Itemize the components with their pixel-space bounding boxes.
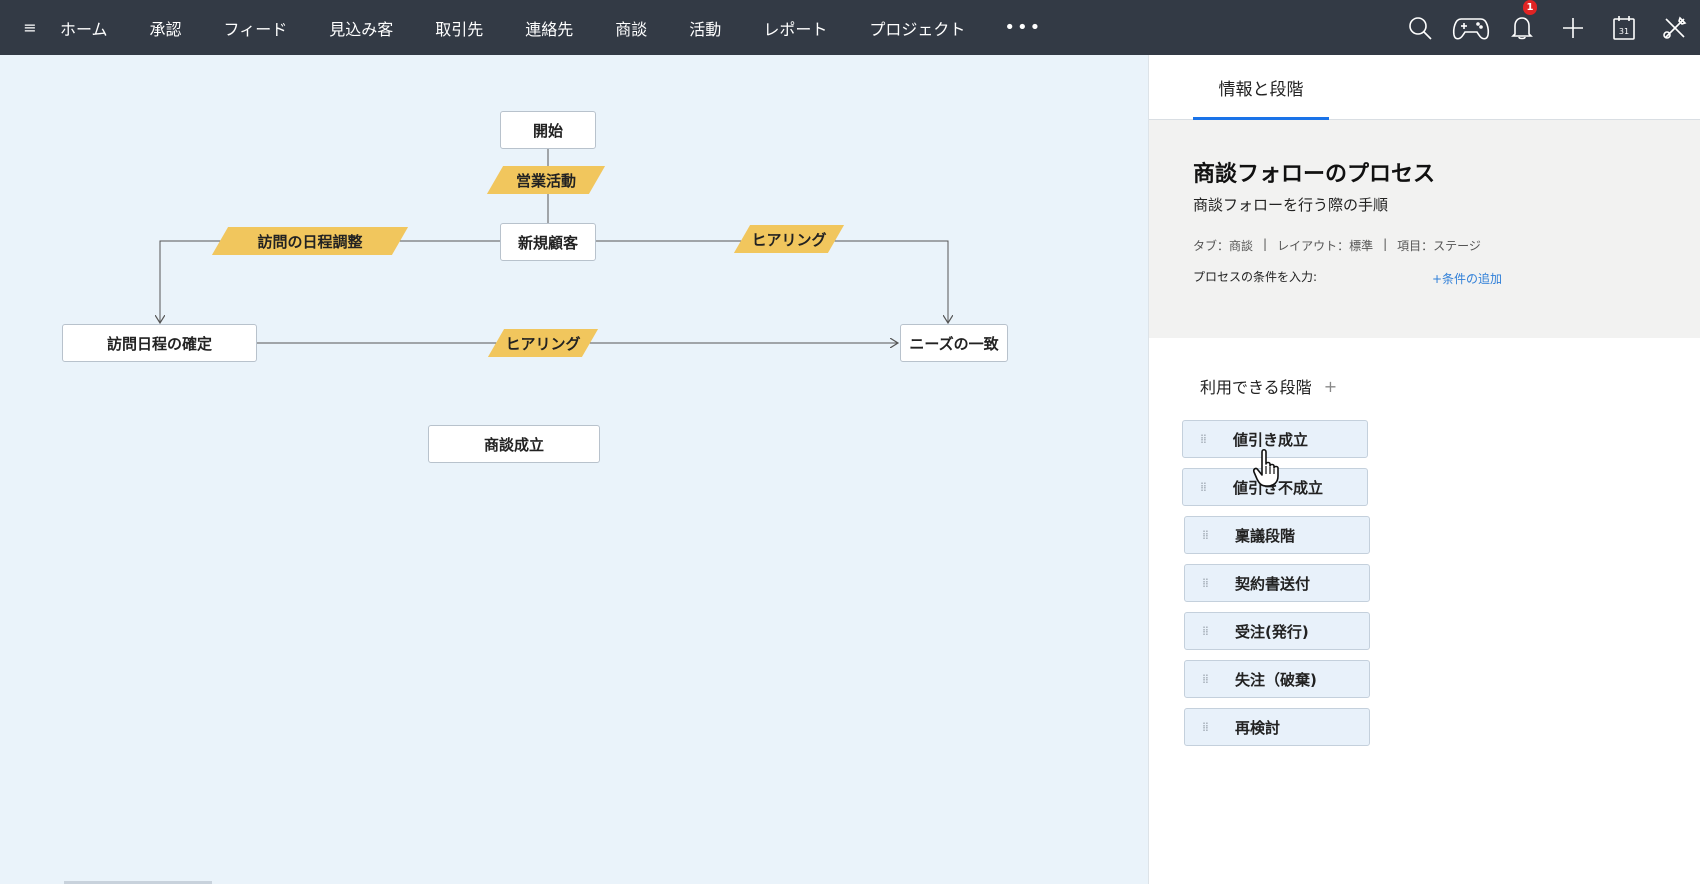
node-needs-match[interactable]: ニーズの一致 <box>900 324 1008 362</box>
notification-badge: 1 <box>1523 0 1537 15</box>
meta-separator: | <box>1263 237 1268 251</box>
nav-item-contacts[interactable]: 連絡先 <box>525 19 574 39</box>
stages-heading: 利用できる段階 <box>1200 378 1312 397</box>
nav-item-accounts[interactable]: 取引先 <box>435 19 484 39</box>
stage-item[interactable]: ⁞⁞受注(発行) <box>1184 612 1370 650</box>
nav-item-deals[interactable]: 商談 <box>615 19 648 39</box>
process-description: 商談フォローを行う際の手順 <box>1193 196 1389 214</box>
transition-visit-scheduling[interactable]: 訪問の日程調整 <box>220 227 400 255</box>
stages-header: 利用できる段階 + <box>1149 338 1700 398</box>
calendar-icon[interactable]: 31 <box>1598 0 1649 55</box>
nav-item-activities[interactable]: 活動 <box>689 19 722 39</box>
svg-text:31: 31 <box>1618 27 1628 36</box>
add-stage-button[interactable]: + <box>1323 376 1338 396</box>
hand-cursor-icon <box>1253 448 1279 487</box>
drag-handle-icon[interactable]: ⁞⁞ <box>1202 528 1209 542</box>
tools-icon[interactable] <box>1649 0 1700 55</box>
meta-field: 項目：ステージ <box>1397 239 1481 253</box>
nav-items: ホーム 承認 フィード 見込み客 取引先 連絡先 商談 活動 レポート プロジェ… <box>60 0 1060 55</box>
process-info: 商談フォローのプロセス 商談フォローを行う際の手順 タブ：商談 | レイアウト：… <box>1149 120 1700 338</box>
drag-handle-icon[interactable]: ⁞⁞ <box>1202 720 1209 734</box>
condition-row: プロセスの条件を入力: +条件の追加 <box>1193 268 1656 286</box>
node-deal-closed[interactable]: 商談成立 <box>428 425 600 463</box>
nav-item-projects[interactable]: プロジェクト <box>869 19 966 39</box>
stage-item[interactable]: ⁞⁞再検討 <box>1184 708 1370 746</box>
node-start[interactable]: 開始 <box>500 111 596 149</box>
stage-item[interactable]: ⁞⁞契約書送付 <box>1184 564 1370 602</box>
stage-item[interactable]: ⁞⁞値引き成立 <box>1182 420 1368 458</box>
bell-icon[interactable]: 1 <box>1496 0 1547 55</box>
meta-tab: タブ：商談 <box>1193 239 1254 253</box>
process-canvas[interactable]: 開始 新規顧客 訪問日程の確定 ニーズの一致 商談成立 営業活動 訪問の日程調整… <box>0 55 1148 884</box>
nav-item-reports[interactable]: レポート <box>763 19 828 39</box>
meta-separator: | <box>1383 237 1388 251</box>
drag-handle-icon[interactable]: ⁞⁞ <box>1200 480 1207 494</box>
nav-item-leads[interactable]: 見込み客 <box>329 19 394 39</box>
drag-handle-icon[interactable]: ⁞⁞ <box>1200 432 1207 446</box>
nav-item-feed[interactable]: フィード <box>223 19 288 39</box>
canvas-scrollbar[interactable] <box>64 881 212 884</box>
hamburger-menu-icon[interactable]: ≡ <box>23 18 37 37</box>
stage-item[interactable]: ⁞⁞失注（破棄) <box>1184 660 1370 698</box>
search-icon[interactable] <box>1394 0 1445 55</box>
stage-list: ⁞⁞値引き成立 ⁞⁞値引き不成立 ⁞⁞稟議段階 ⁞⁞契約書送付 ⁞⁞受注(発行)… <box>1182 420 1370 756</box>
drag-handle-icon[interactable]: ⁞⁞ <box>1202 672 1209 686</box>
transition-hearing-bottom[interactable]: ヒアリング <box>496 329 590 357</box>
process-title: 商談フォローのプロセス <box>1193 162 1436 187</box>
nav-more-button[interactable]: ••• <box>1004 17 1043 38</box>
plus-icon[interactable] <box>1547 0 1598 55</box>
nav-icons: 1 31 <box>1394 0 1700 55</box>
tab-info-and-stages[interactable]: 情報と段階 <box>1193 55 1329 120</box>
drag-handle-icon[interactable]: ⁞⁞ <box>1202 576 1209 590</box>
condition-label: プロセスの条件を入力: <box>1193 270 1318 284</box>
info-panel: 情報と段階 商談フォローのプロセス 商談フォローを行う際の手順 タブ：商談 | … <box>1148 55 1700 884</box>
add-condition-link[interactable]: +条件の追加 <box>1432 272 1503 286</box>
top-nav: ≡ ホーム 承認 フィード 見込み客 取引先 連絡先 商談 活動 レポート プロ… <box>0 0 1700 55</box>
nav-item-home[interactable]: ホーム <box>60 19 108 39</box>
node-visit-confirmed[interactable]: 訪問日程の確定 <box>62 324 257 362</box>
stage-item[interactable]: ⁞⁞稟議段階 <box>1184 516 1370 554</box>
process-meta: タブ：商談 | レイアウト：標準 | 項目：ステージ <box>1193 237 1656 254</box>
meta-layout: レイアウト：標準 <box>1277 239 1374 253</box>
transition-sales-activity[interactable]: 営業活動 <box>495 166 597 194</box>
transition-hearing-right[interactable]: ヒアリング <box>742 225 836 253</box>
drag-handle-icon[interactable]: ⁞⁞ <box>1202 624 1209 638</box>
panel-tabs: 情報と段階 <box>1149 55 1700 120</box>
gamepad-icon[interactable] <box>1445 0 1496 55</box>
node-new-customer[interactable]: 新規顧客 <box>500 223 596 261</box>
nav-item-approval[interactable]: 承認 <box>149 19 182 39</box>
